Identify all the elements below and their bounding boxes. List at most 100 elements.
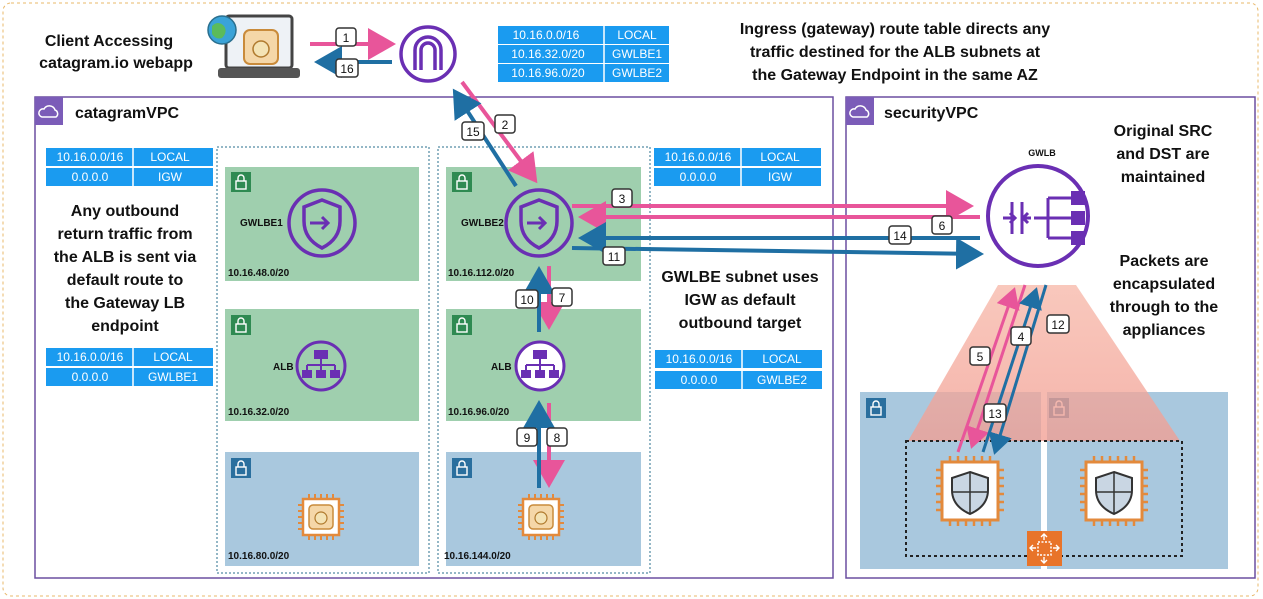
catagram-note-line1: Any outbound — [71, 203, 179, 220]
alb-az2-route-table: 10.16.0.0/16 LOCAL 0.0.0.0 GWLBE2 — [655, 350, 822, 389]
ingress-note-line1: Ingress (gateway) route table directs an… — [740, 21, 1050, 38]
svg-text:1: 1 — [343, 31, 350, 45]
alb2-icon — [514, 340, 566, 392]
left-rt-bottom-target-2: GWLBE1 — [148, 370, 198, 384]
gwlbe1-label: GWLBE1 — [240, 218, 283, 229]
catagram-note-line5: the Gateway LB — [65, 295, 185, 312]
alb-az1-route-table-bottom: 10.16.0.0/16 LOCAL 0.0.0.0 GWLBE1 — [46, 348, 213, 386]
svg-text:14: 14 — [893, 229, 907, 243]
security-appliance-2-icon — [1080, 456, 1148, 526]
alb-rt-target-2: GWLBE2 — [757, 373, 807, 387]
auto-scaling-icon — [1027, 531, 1062, 566]
left-rt-bottom-dest-2: 0.0.0.0 — [72, 370, 109, 384]
alb-rt-dest-1: 10.16.0.0/16 — [666, 352, 733, 366]
left-rt-top-dest-2: 0.0.0.0 — [72, 170, 109, 184]
security-note2-line2: encapsulated — [1113, 276, 1215, 293]
alb2-label: ALB — [491, 362, 512, 373]
security-note1-line3: maintained — [1121, 169, 1205, 186]
svg-text:12: 12 — [1051, 318, 1065, 332]
step-badge: 1 — [335, 27, 357, 47]
ingress-rt-dest-3: 10.16.96.0/20 — [511, 66, 585, 80]
ingress-route-table: 10.16.0.0/16 LOCAL 10.16.32.0/20 GWLBE1 … — [498, 26, 669, 82]
gwlbe2-endpoint-icon — [504, 188, 574, 258]
step-badge: 6 — [931, 215, 953, 235]
security-note2-line1: Packets are — [1120, 253, 1209, 270]
gwlbe-note-line1: GWLBE subnet uses — [661, 269, 818, 286]
arrow-step-5 — [956, 287, 1020, 453]
alb2-subnet-cidr: 10.16.96.0/20 — [448, 407, 510, 418]
alb1-label: ALB — [273, 362, 294, 373]
alb-az1-route-table-top: 10.16.0.0/16 LOCAL 0.0.0.0 IGW — [46, 148, 213, 186]
left-rt-bottom-target-1: LOCAL — [153, 350, 193, 364]
step-badge: 13 — [983, 403, 1007, 423]
gwlbe-rt-target-2: IGW — [768, 170, 793, 184]
arrow-step-13 — [981, 287, 1042, 453]
gwlb-label: GWLB — [1028, 148, 1056, 158]
step-badge: 10 — [515, 289, 539, 309]
svg-text:6: 6 — [939, 219, 946, 233]
ingress-note-line2: traffic destined for the ALB subnets at — [750, 44, 1041, 61]
lock-icon — [866, 398, 886, 418]
svg-text:10: 10 — [520, 293, 534, 307]
client-laptop-icon — [207, 14, 300, 78]
step-badge: 9 — [516, 427, 538, 447]
svg-text:15: 15 — [466, 125, 480, 139]
client-title-line1: Client Accessing — [45, 33, 173, 50]
step-badge: 7 — [551, 287, 573, 307]
step-badge: 11 — [602, 246, 626, 266]
az2-boundary — [437, 146, 651, 574]
alb-rt-target-1: LOCAL — [762, 352, 802, 366]
az1-boundary — [216, 146, 430, 574]
catagram-note-line4: default route to — [67, 272, 184, 289]
svg-text:7: 7 — [559, 291, 566, 305]
ingress-note-line3: the Gateway Endpoint in the same AZ — [752, 67, 1038, 84]
step-badge: 12 — [1046, 314, 1070, 334]
ingress-rt-target-1: LOCAL — [617, 28, 657, 42]
security-note1-line1: Original SRC — [1114, 123, 1213, 140]
step-badge: 14 — [888, 225, 912, 245]
gwlbe-route-table: 10.16.0.0/16 LOCAL 0.0.0.0 IGW — [654, 148, 821, 186]
lock-icon — [231, 315, 251, 335]
svg-text:5: 5 — [977, 350, 984, 364]
security-note1-line2: and DST are — [1116, 146, 1209, 163]
security-note2-line4: appliances — [1123, 322, 1206, 339]
svg-text:8: 8 — [554, 431, 561, 445]
left-rt-top-target-1: LOCAL — [150, 150, 190, 164]
app-instance-1-icon — [298, 494, 344, 540]
svg-text:3: 3 — [619, 192, 626, 206]
left-rt-top-dest-1: 10.16.0.0/16 — [57, 150, 124, 164]
catagram-note-line2: return traffic from — [57, 226, 192, 243]
step-badge: 3 — [611, 188, 633, 208]
ingress-rt-target-2: GWLBE1 — [612, 47, 662, 61]
ingress-rt-dest-1: 10.16.0.0/16 — [513, 28, 580, 42]
internet-gateway-icon — [399, 25, 457, 83]
left-rt-bottom-dest-1: 10.16.0.0/16 — [57, 350, 124, 364]
app1-subnet-cidr: 10.16.80.0/20 — [228, 551, 290, 562]
app-instance-2-icon — [518, 494, 564, 540]
arrow-step-15 — [452, 88, 518, 188]
step-badge: 16 — [335, 58, 359, 78]
svg-text:16: 16 — [340, 62, 354, 76]
vpc-cloud-icon — [35, 97, 63, 125]
vpc-cloud-icon — [846, 97, 874, 125]
arrow-step-12 — [988, 284, 1048, 455]
client-title-line2: catagram.io webapp — [39, 55, 193, 72]
svg-text:13: 13 — [988, 407, 1002, 421]
lock-icon — [452, 172, 472, 192]
app2-subnet-cidr: 10.16.144.0/20 — [444, 551, 511, 562]
step-badge: 15 — [461, 121, 485, 141]
svg-text:2: 2 — [502, 118, 509, 132]
gateway-load-balancer-icon — [986, 164, 1090, 268]
gwlbe1-subnet-cidr: 10.16.48.0/20 — [228, 268, 290, 279]
gwlbe-rt-dest-1: 10.16.0.0/16 — [665, 150, 732, 164]
arrow-step-11 — [571, 237, 984, 270]
arrow-step-4 — [966, 284, 1027, 449]
gwlbe-rt-target-1: LOCAL — [760, 150, 800, 164]
lock-icon — [452, 458, 472, 478]
svg-text:9: 9 — [524, 431, 531, 445]
gwlbe-rt-dest-2: 0.0.0.0 — [680, 170, 717, 184]
gwlbe2-label: GWLBE2 — [461, 218, 504, 229]
alb1-icon — [295, 340, 347, 392]
